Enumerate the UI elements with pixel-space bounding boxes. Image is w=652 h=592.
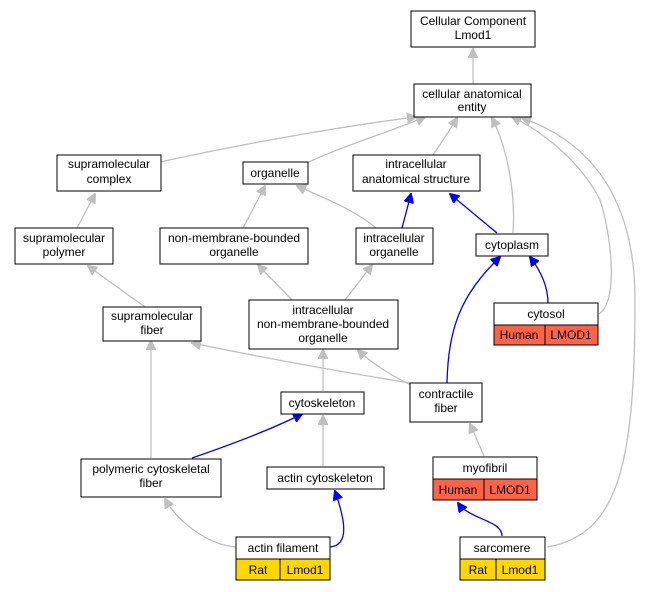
node-label-line: non-membrane-bounded [257,317,389,331]
nodes: Cellular Component Lmod1 cellular anatom… [14,10,599,581]
node-myofibril[interactable]: myofibril Human LMOD1 [432,456,538,501]
node-polymeric-cytoskeletal-fiber[interactable]: polymeric cytoskeletal fiber [80,458,222,498]
badge-gene [483,478,538,501]
node-intracellular-anatomical-structure[interactable]: intracellular anatomical structure [352,154,481,192]
edge-icnmbo-to-icorg [344,265,372,301]
edge-supcomplex-to-cae [159,117,416,163]
edges [76,49,636,548]
badge-gene [279,558,331,581]
edge-cytosol-to-cae [512,117,612,315]
node-supramolecular-complex[interactable]: supramolecular complex [56,154,162,192]
node-label-line: fiber [140,323,163,337]
node-label-line: cytoskeleton [289,396,356,410]
node-label-line: intracellular [385,157,446,171]
node-intracellular-organelle[interactable]: intracellular organelle [355,227,434,265]
edge-icorg-to-organelle [297,186,377,229]
edge-suppolymer-to-supcomplex [76,194,95,229]
node-label-line: Lmod1 [455,28,492,42]
node-actin-filament[interactable]: actin filament Rat Lmod1 [235,536,331,581]
node-label-line: cellular anatomical [422,87,521,101]
edge-cytoplasm-to-ias [450,194,498,234]
node-label-line: organelle [369,245,419,259]
badge-gene-label: Lmod1 [502,563,539,577]
badge-species-label: Human [500,328,539,342]
edge-supfiber-to-suppolymer [88,266,146,308]
edge-icorg-to-ias [401,194,411,229]
badge-gene-label: LMOD1 [550,328,592,342]
node-label-line: fiber [139,476,162,490]
edge-sarcomere-to-myofibril [458,503,503,537]
node-cellular-anatomical-entity[interactable]: cellular anatomical entity [413,83,532,118]
edge-contractile-to-supfiber [192,343,411,384]
node-cytoplasm[interactable]: cytoplasm [475,233,549,257]
node-label-line: polymeric cytoskeletal [92,462,209,476]
node-label-line: cytosol [527,307,564,321]
edge-icnmbo-to-nmbo [258,265,293,301]
node-label-line: organelle [209,245,259,259]
node-cytoskeleton[interactable]: cytoskeleton [280,391,365,415]
node-label-line: intracellular [363,231,424,245]
node-label-line: sarcomere [474,541,531,555]
badge-species-label: Human [439,483,478,497]
node-label-line: myofibril [463,461,508,475]
edge-ias-to-cae [432,118,457,156]
badge-gene [495,558,546,581]
node-organelle[interactable]: organelle [242,161,309,185]
node-label-line: organelle [298,331,348,345]
node-cytosol[interactable]: cytosol Human LMOD1 [493,302,599,346]
node-label-line: cytoplasm [485,238,539,252]
badge-gene [544,324,599,346]
edge-contractile-to-cytoplasm [446,257,500,384]
node-label-line: supramolecular [68,157,150,171]
node-non-membrane-bounded-organelle[interactable]: non-membrane-bounded organelle [159,227,309,265]
node-label-line: non-membrane-bounded [168,231,300,245]
node-intracellular-non-membrane-bounded-organelle[interactable]: intracellular non-membrane-bounded organ… [248,299,399,350]
node-label-line: supramolecular [23,231,105,245]
badge-species-label: Rat [469,563,488,577]
edge-organelle-to-cae [298,117,425,168]
node-label-line: contractile [419,387,474,401]
node-sarcomere[interactable]: sarcomere Rat Lmod1 [459,536,546,581]
node-label-line: organelle [250,166,300,180]
node-label-line: polymer [43,245,86,259]
edge-cytoplasm-to-cae [492,118,515,234]
badge-gene-label: LMOD1 [489,483,531,497]
node-supramolecular-polymer[interactable]: supramolecular polymer [14,227,114,265]
node-label-line: anatomical structure [362,172,470,186]
node-label-line: entity [458,100,487,114]
edge-contractile-to-icnmbo [358,350,412,386]
node-supramolecular-fiber[interactable]: supramolecular fiber [102,306,202,342]
node-label-line: intracellular [292,303,353,317]
node-actin-cytoskeleton[interactable]: actin cytoskeleton [266,466,385,490]
node-label-line: fiber [434,401,457,415]
badge-gene-label: Lmod1 [287,563,324,577]
node-contractile-fiber[interactable]: contractile fiber [409,382,483,423]
node-label-line: actin cytoskeleton [277,471,372,485]
node-label-line: supramolecular [111,309,193,323]
edge-actinfil-to-polycyto [165,499,237,548]
edge-cytosol-to-cytoplasm [530,257,549,304]
node-label-line: Cellular Component [420,14,527,28]
badge-species-label: Rat [249,563,268,577]
edge-sarcomere-to-cae [522,118,636,548]
node-label-line: complex [87,172,132,186]
node-cellular-component-lmod1[interactable]: Cellular Component Lmod1 [410,10,536,48]
edge-nmbo-to-organelle [242,186,265,229]
edge-polycyto-to-cytoskeleton [191,414,302,459]
edge-myofibril-to-contractile [470,424,485,457]
node-label-line: actin filament [248,541,319,555]
edge-actinfil-to-actincyto [329,491,345,548]
